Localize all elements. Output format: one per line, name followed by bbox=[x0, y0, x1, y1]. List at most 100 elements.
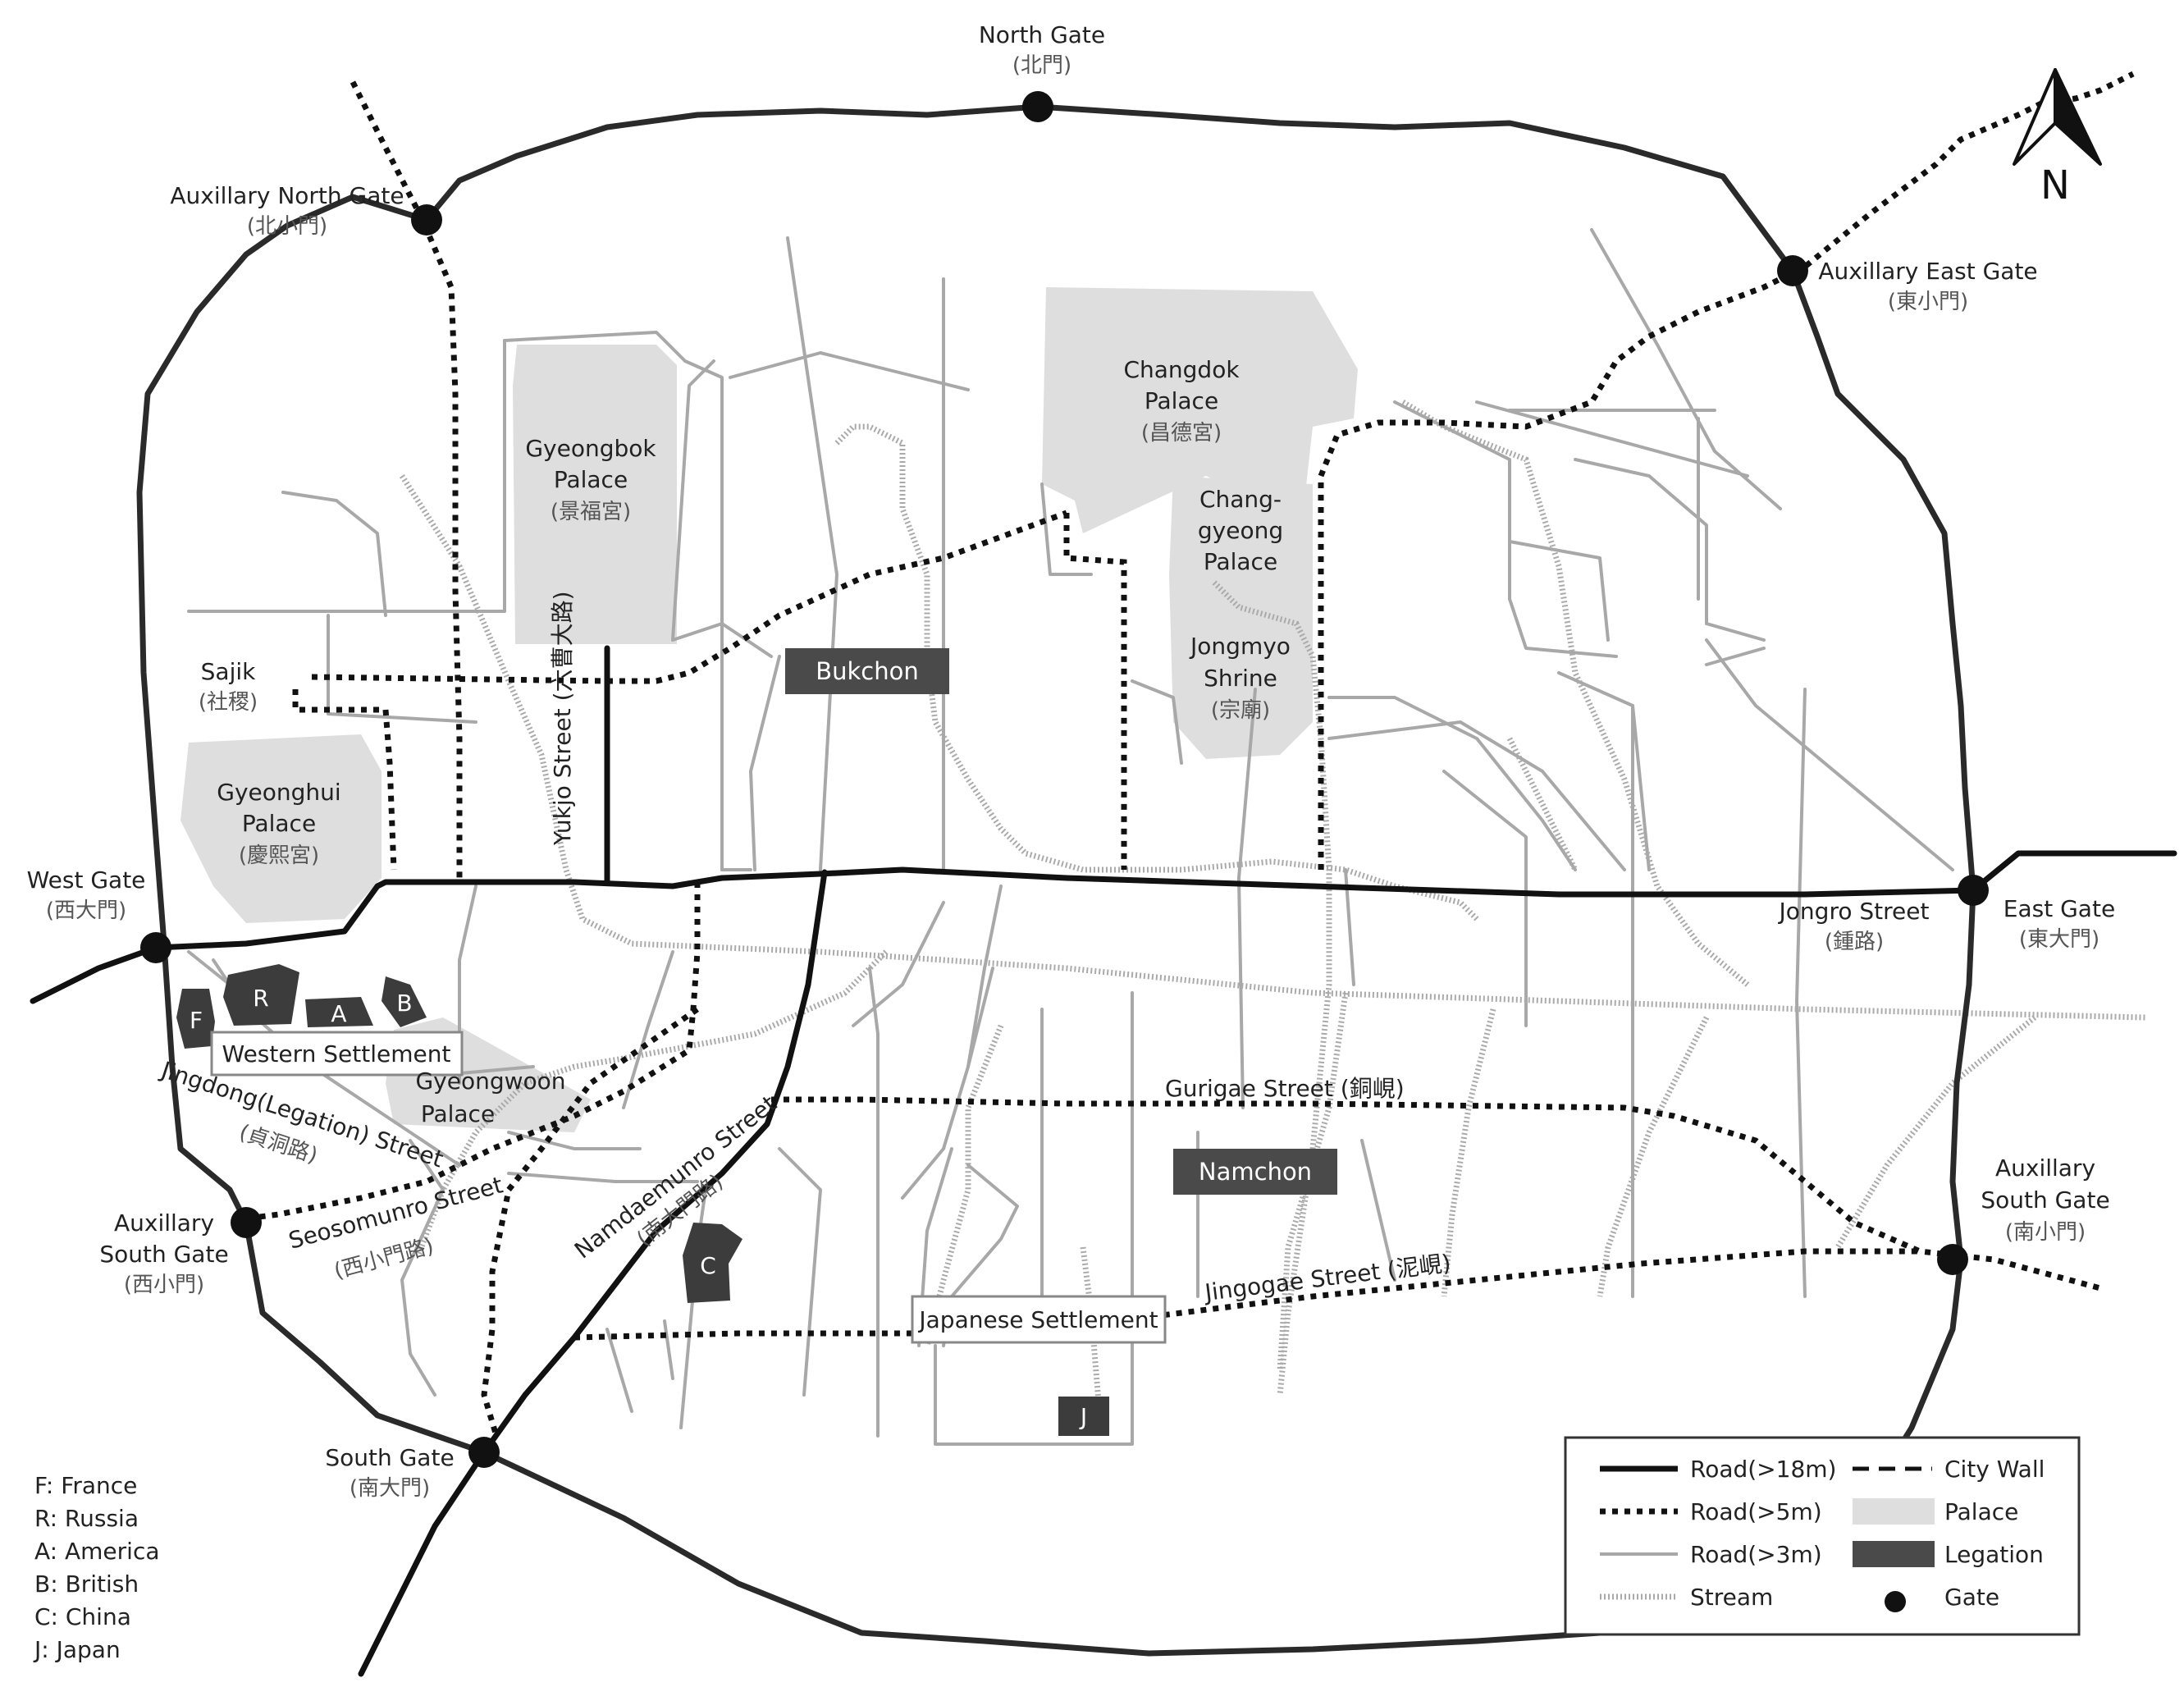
seosomunro-street-cjk: (西小門路) bbox=[331, 1234, 436, 1284]
changdok-palace-area bbox=[1042, 287, 1358, 533]
bukchon-label: Bukchon bbox=[816, 657, 919, 685]
western-settlement-box bbox=[210, 1031, 464, 1077]
sajik-cjk: (社稷) bbox=[199, 690, 258, 715]
seosomunro-street-label: Seosomunro Street bbox=[286, 1171, 505, 1254]
namchon-label: Namchon bbox=[1199, 1158, 1312, 1186]
legation-code-f: F bbox=[190, 1007, 203, 1034]
gyeonghui-palace-area bbox=[180, 734, 382, 923]
legend-stream-label: Stream bbox=[1690, 1584, 1773, 1611]
namdaemunro-street-label: Namdaemunro Street bbox=[569, 1090, 782, 1264]
aux-north-gate-marker bbox=[411, 204, 442, 235]
south-gate-marker bbox=[468, 1437, 500, 1468]
legend-gate-label: Gate bbox=[1944, 1584, 1999, 1611]
south-gate-name: South Gate bbox=[325, 1444, 454, 1471]
east-gate-cjk: (東大門) bbox=[2019, 927, 2099, 952]
aux-south-gate-east-line2: South Gate bbox=[1981, 1186, 2109, 1214]
legation-russia bbox=[223, 964, 299, 1026]
legend-palace-label: Palace bbox=[1944, 1498, 2018, 1525]
aux-south-gate-east-marker bbox=[1937, 1244, 1968, 1275]
aux-east-gate-marker bbox=[1777, 255, 1808, 286]
japanese-settlement-label: Japanese Settlement bbox=[917, 1306, 1158, 1333]
legend-road18-label: Road(>18m) bbox=[1690, 1456, 1836, 1483]
namchon-box bbox=[1173, 1149, 1337, 1195]
legend-palace-swatch bbox=[1853, 1498, 1935, 1525]
aux-south-gate-west-line1: Auxillary bbox=[114, 1209, 214, 1237]
gate-labels: North Gate (北門) Auxillary North Gate (北小… bbox=[27, 21, 2116, 1501]
medium-roads bbox=[245, 71, 2135, 1438]
yukjo-street-label: Yukjo Street (六曹大路) bbox=[549, 592, 576, 847]
west-gate-cjk: (西大門) bbox=[46, 898, 126, 923]
aux-east-gate-name: Auxillary East Gate bbox=[1818, 258, 2037, 285]
north-arrow-label: N bbox=[2040, 162, 2070, 208]
gyeongbok-line2: Palace bbox=[554, 466, 628, 493]
south-gate-cjk: (南大門) bbox=[350, 1476, 430, 1501]
legation-key-item: J: Japan bbox=[33, 1636, 121, 1663]
legation-america bbox=[305, 997, 373, 1027]
gyeongbok-palace-area bbox=[513, 345, 677, 644]
japanese-settlement-box bbox=[911, 1295, 1167, 1344]
palace-labels: Gyeongbok Palace (景福宮) Changdok Palace (… bbox=[199, 356, 1291, 1127]
aux-east-gate-cjk: (東小門) bbox=[1888, 290, 1968, 314]
legations: F R A B C J bbox=[176, 964, 1109, 1436]
changgyeong-line3: Palace bbox=[1204, 548, 1277, 575]
city-wall bbox=[136, 103, 1976, 1657]
west-gate-marker bbox=[140, 932, 171, 963]
aux-south-gate-west-marker bbox=[231, 1207, 262, 1238]
north-arrow: N bbox=[2013, 68, 2102, 208]
aux-south-gate-east-cjk: (南小門) bbox=[2005, 1220, 2086, 1245]
aux-south-gate-east-line1: Auxillary bbox=[1995, 1154, 2095, 1182]
legation-code-r: R bbox=[253, 985, 268, 1012]
bukchon-box bbox=[785, 648, 949, 694]
gyeonghui-cjk: (慶熙宮) bbox=[239, 844, 319, 868]
legend-gate-swatch bbox=[1885, 1591, 1906, 1612]
aux-south-gate-west-cjk: (西小門) bbox=[124, 1273, 204, 1297]
legation-british bbox=[382, 976, 427, 1027]
legation-key: F: France R: Russia A: America B: Britis… bbox=[33, 1472, 160, 1663]
legation-china bbox=[683, 1223, 742, 1303]
districts: Bukchon Namchon Western Settlement Japan… bbox=[210, 648, 1337, 1344]
changgyeong-line2: gyeong bbox=[1198, 517, 1283, 544]
gyeonghui-line1: Gyeonghui bbox=[217, 779, 340, 806]
palace-areas bbox=[180, 287, 1358, 1132]
changgyeong-jongmyo-area bbox=[1169, 476, 1313, 759]
legation-code-b: B bbox=[396, 990, 412, 1017]
legend-legation-label: Legation bbox=[1944, 1541, 2044, 1568]
jongmyo-line2: Shrine bbox=[1204, 665, 1277, 692]
gyeongwoon-line1: Gyeongwoon bbox=[415, 1068, 565, 1095]
legation-japan bbox=[1058, 1397, 1109, 1436]
legation-key-item: F: France bbox=[34, 1472, 137, 1499]
aux-north-gate-name: Auxillary North Gate bbox=[170, 182, 404, 209]
jongmyo-line1: Jongmyo bbox=[1189, 633, 1291, 660]
gyeonghui-line2: Palace bbox=[242, 810, 316, 837]
changdok-line2: Palace bbox=[1145, 387, 1218, 414]
legation-key-item: B: British bbox=[34, 1570, 139, 1598]
north-gate-marker bbox=[1022, 91, 1053, 122]
east-gate-marker bbox=[1958, 875, 1989, 906]
major-roads bbox=[30, 645, 2177, 1677]
legend-road5-label: Road(>5m) bbox=[1690, 1498, 1822, 1525]
east-gate-name: East Gate bbox=[2004, 895, 2115, 922]
gyeongwoon-line2: Palace bbox=[421, 1100, 495, 1127]
legend-wall-label: City Wall bbox=[1944, 1456, 2045, 1483]
legend-legation-swatch bbox=[1853, 1541, 1935, 1567]
legation-key-item: C: China bbox=[34, 1603, 131, 1630]
gurigae-street-label: Gurigae Street (銅峴) bbox=[1165, 1075, 1405, 1102]
west-gate-name: West Gate bbox=[27, 866, 146, 894]
jongro-street-label: Jongro Street bbox=[1778, 898, 1930, 925]
aux-north-gate-cjk: (北小門) bbox=[247, 214, 327, 239]
gyeongbok-line1: Gyeongbok bbox=[525, 435, 656, 462]
western-settlement-label: Western Settlement bbox=[222, 1040, 451, 1068]
legation-france bbox=[176, 989, 215, 1049]
legend-road3-label: Road(>3m) bbox=[1690, 1541, 1822, 1568]
map-legend: Road(>18m) Road(>5m) Road(>3m) Stream Ci… bbox=[1564, 1436, 2081, 1636]
sajik-name: Sajik bbox=[201, 658, 256, 685]
north-gate-cjk: (北門) bbox=[1012, 53, 1071, 78]
legation-code-c: C bbox=[700, 1252, 716, 1279]
gates bbox=[140, 91, 1989, 1468]
legation-code-j: J bbox=[1079, 1403, 1087, 1430]
changdok-cjk: (昌德宮) bbox=[1141, 421, 1222, 446]
changgyeong-line1: Chang- bbox=[1199, 486, 1282, 513]
legation-key-item: A: America bbox=[34, 1538, 160, 1565]
north-gate-name: North Gate bbox=[979, 21, 1105, 48]
